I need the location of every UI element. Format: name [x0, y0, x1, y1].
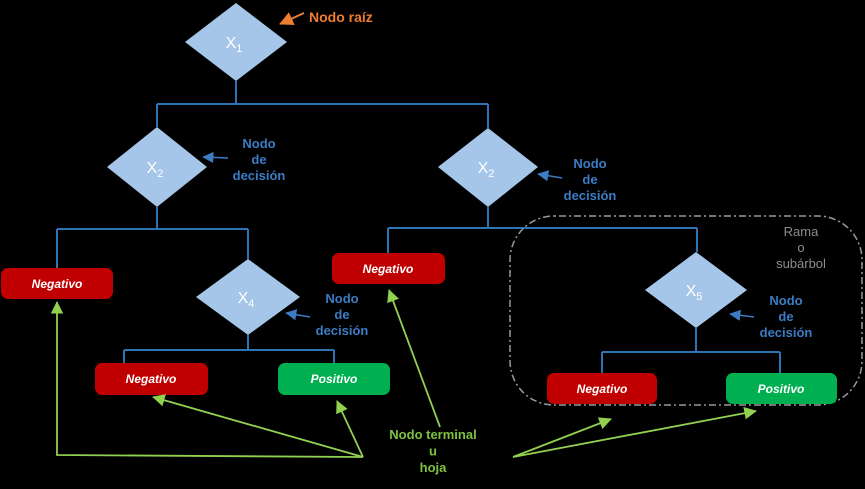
terminal-arrow-negativo-subtree [512, 417, 612, 458]
leaf-node-negativo-middle [332, 253, 445, 284]
leaf-node-positivo-bottom-label: Positivo [311, 372, 358, 386]
decision-node-x1 [185, 3, 287, 81]
leaf-node-negativo-left [1, 268, 113, 299]
decision-arrow-x5 [729, 309, 755, 321]
leaf-node-positivo-subtree [726, 373, 837, 404]
decision-node-x2-left-label: X2 [147, 160, 164, 180]
decision-node-x2-right [438, 128, 538, 207]
decision-node-x5-label: X5 [686, 283, 703, 303]
terminal-arrow-negativo-bottom-left [152, 394, 364, 458]
root-label: Nodo raíz [309, 9, 373, 25]
connector-level2-right [387, 207, 698, 253]
decision-node-x1-label: X1 [226, 35, 243, 55]
decision-node-x4-label: X4 [238, 290, 255, 310]
root-arrow [279, 12, 305, 25]
leaf-node-negativo-subtree [547, 373, 657, 404]
decision-arrow-x4 [285, 309, 311, 321]
decision-arrow-x2-left [202, 151, 229, 164]
decision-node-x5 [645, 252, 747, 328]
leaf-node-negativo-subtree-label: Negativo [577, 382, 628, 396]
decision-node-x4 [196, 259, 300, 335]
leaf-node-positivo-bottom [278, 363, 390, 395]
leaf-node-positivo-subtree-label: Positivo [758, 382, 805, 396]
connector-level3-left [123, 335, 335, 363]
terminal-arrow-positivo-bottom [336, 400, 364, 458]
leaf-node-negativo-bottom-left-label: Negativo [126, 372, 177, 386]
terminal-arrow-negativo-middle [387, 289, 441, 428]
branch-outline [509, 215, 863, 406]
leaf-node-negativo-middle-label: Negativo [363, 262, 414, 276]
decision-node-x2-left [107, 127, 207, 207]
leaf-node-negativo-bottom-left [95, 363, 208, 395]
decision-arrow-x2-right [537, 170, 563, 182]
terminal-arrow-positivo-subtree [512, 406, 757, 458]
connector-level1 [156, 81, 489, 128]
terminal-arrow-negativo-left [50, 301, 364, 458]
leaf-node-negativo-left-label: Negativo [32, 277, 83, 291]
connector-level2-left [56, 207, 249, 268]
connector-level3-right [601, 328, 781, 373]
decision-node-x2-right-label: X2 [478, 160, 495, 180]
